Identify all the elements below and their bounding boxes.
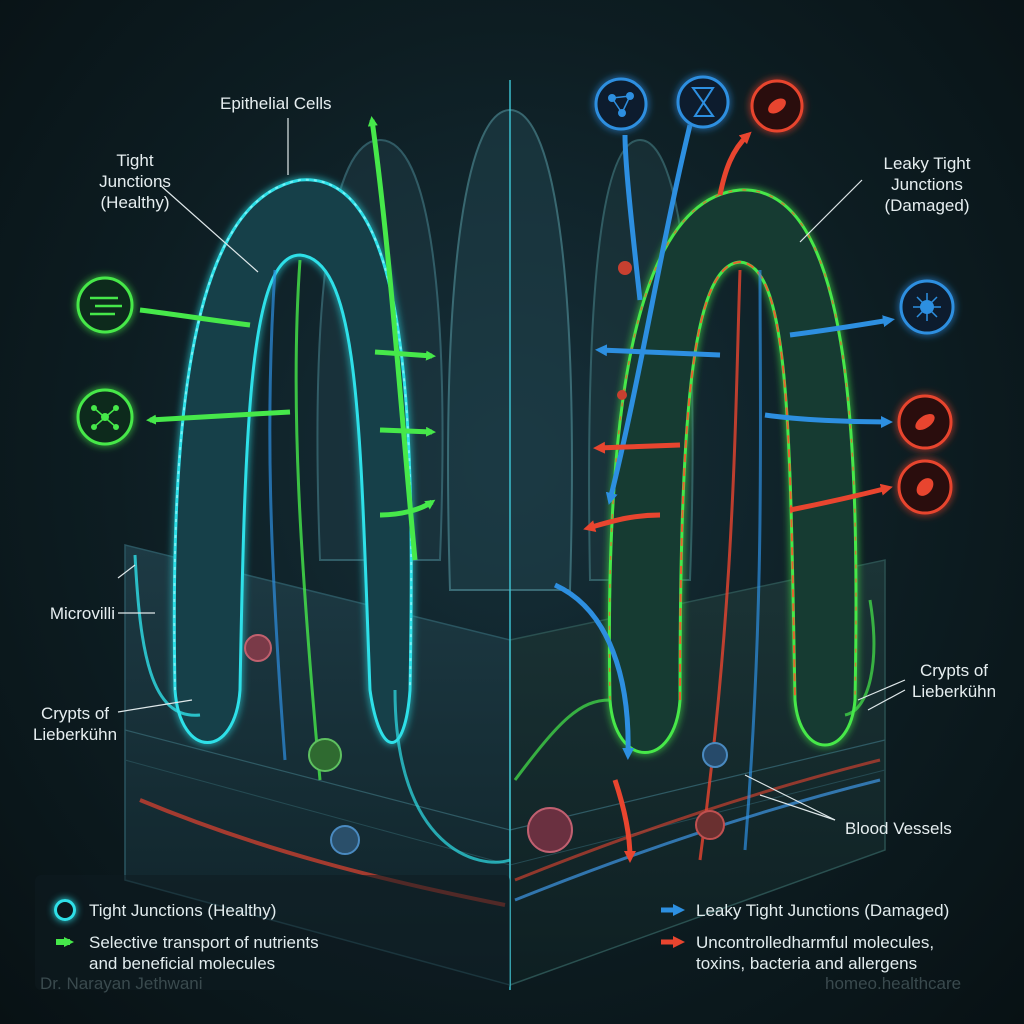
harmful-transport-arrows (583, 131, 893, 863)
label-epithelial-cells: Epithelial Cells (220, 94, 332, 113)
label-crypts-left: Crypts of Lieberkühn (32, 704, 118, 744)
legend-cyan-ring-icon (54, 899, 76, 921)
callout-lines (117, 118, 906, 821)
label-crypts-right: Crypts of Lieberkühn (911, 661, 997, 701)
virus-icon (899, 279, 955, 335)
airflow-icon (76, 276, 134, 334)
legend-tight-healthy: Tight Junctions (Healthy) (89, 901, 277, 920)
bacteria-icon (897, 394, 953, 450)
bacteria-icon (750, 79, 804, 133)
label-tight-junctions-healthy: Tight Junctions (Healthy) (99, 151, 171, 212)
legend-panel-left (35, 875, 510, 990)
floating-cells (244, 261, 728, 855)
leaky-transport-arrows (553, 124, 895, 760)
bacteria-icon (897, 459, 953, 515)
dna-hourglass-icon (676, 75, 730, 129)
molecule-icon (76, 388, 134, 446)
healthy-transport-arrows (139, 116, 436, 561)
label-microvilli: Microvilli (49, 604, 115, 623)
watermark-right: homeo.healthcare (825, 974, 962, 993)
watermark-left: Dr. Narayan Jethwani (40, 974, 203, 993)
label-blood-vessels: Blood Vessels (845, 819, 952, 838)
legend-leaky-damaged: Leaky Tight Junctions (Damaged) (696, 901, 950, 920)
label-leaky-tight-junctions: Leaky Tight Junctions (Damaged) (883, 154, 971, 215)
legend-uncontrolled: Uncontrolledharmful molecules, toxins, b… (696, 933, 935, 973)
legend-selective-transport: Selective transport of nutrients and ben… (89, 933, 319, 973)
molecule-network-icon (594, 77, 648, 131)
